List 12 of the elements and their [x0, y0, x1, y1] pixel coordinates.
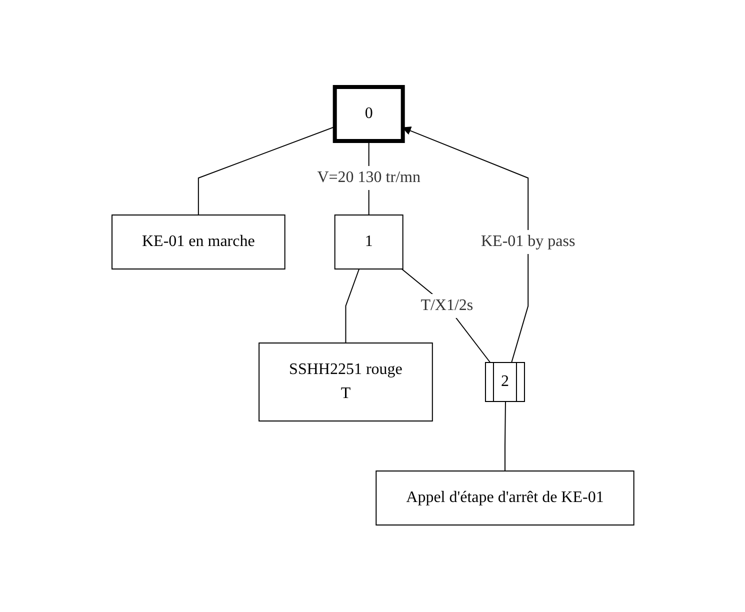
connector: [344, 268, 360, 344]
arrow: [402, 126, 528, 364]
node-box: 1: [334, 214, 403, 270]
node-box: 0: [332, 85, 404, 143]
edge-label: V=20 130 tr/mn: [316, 169, 420, 186]
node-box: KE-01 en marche: [111, 214, 285, 270]
edge-label: KE-01 by pass: [480, 233, 575, 250]
node-box: Appel d'étape d'arrêt de KE-01: [375, 470, 634, 526]
connector: [504, 402, 506, 472]
connector: [400, 268, 491, 364]
node-box: SSHH2251 rouge T: [258, 342, 432, 422]
edge-label: T/X1/2s: [420, 297, 473, 314]
